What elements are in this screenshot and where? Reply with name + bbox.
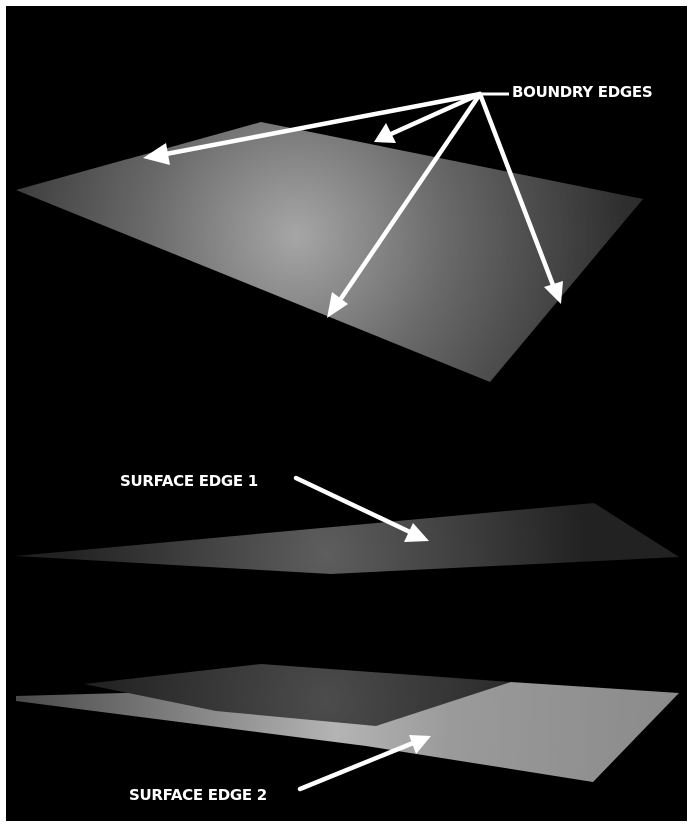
surface-edge-2-label: SURFACE EDGE 2 bbox=[129, 786, 267, 804]
top-surface-plane bbox=[16, 122, 643, 382]
diagram-graphics bbox=[6, 6, 687, 821]
surface-edge-1-label: SURFACE EDGE 1 bbox=[120, 472, 258, 490]
middle-surface-plane bbox=[16, 503, 679, 574]
boundary-edges-label: BOUNDRY EDGES bbox=[512, 83, 652, 101]
diagram-canvas: BOUNDRY EDGES SURFACE EDGE 1 SURFACE EDG… bbox=[6, 6, 687, 821]
